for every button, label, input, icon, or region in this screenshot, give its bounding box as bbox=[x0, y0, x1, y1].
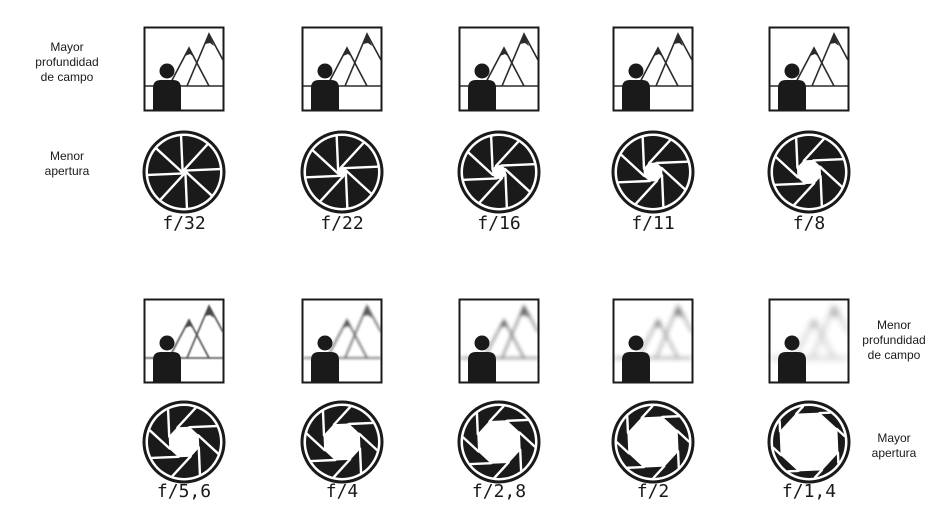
aperture-iris-icon bbox=[457, 400, 541, 484]
fstop-label: f/4 bbox=[325, 481, 359, 502]
aperture-iris-icon bbox=[767, 130, 851, 214]
mountains-icon bbox=[460, 304, 539, 359]
fstop-label: f/22 bbox=[320, 213, 364, 234]
person-icon bbox=[311, 63, 339, 110]
person-icon bbox=[468, 63, 496, 110]
fstop-label: f/2 bbox=[636, 481, 670, 502]
mountains-icon bbox=[145, 304, 224, 359]
landscape-person-icon bbox=[768, 298, 850, 384]
person-icon bbox=[311, 335, 339, 382]
person-icon bbox=[622, 335, 650, 382]
person-icon bbox=[622, 63, 650, 110]
aperture-iris-icon bbox=[611, 400, 695, 484]
label-smaller-depth-of-field: Menor profundidad de campo bbox=[862, 318, 926, 362]
aperture-iris-icon bbox=[457, 130, 541, 214]
aperture-iris-icon bbox=[300, 400, 384, 484]
fstop-label: f/1,4 bbox=[781, 481, 837, 502]
mountains-icon bbox=[770, 32, 849, 87]
person-icon bbox=[778, 335, 806, 382]
person-icon bbox=[153, 63, 181, 110]
person-icon bbox=[153, 335, 181, 382]
person-icon bbox=[778, 63, 806, 110]
label-larger-aperture: Mayor apertura bbox=[871, 431, 917, 460]
landscape-person-icon bbox=[768, 26, 850, 112]
aperture-iris-icon bbox=[142, 400, 226, 484]
fstop-label: f/16 bbox=[477, 213, 521, 234]
fstop-label: f/2,8 bbox=[471, 481, 527, 502]
aperture-iris-icon bbox=[767, 400, 851, 484]
fstop-label: f/11 bbox=[631, 213, 675, 234]
landscape-person-icon bbox=[458, 298, 540, 384]
landscape-person-icon bbox=[143, 298, 225, 384]
landscape-person-icon bbox=[612, 26, 694, 112]
fstop-label: f/5,6 bbox=[156, 481, 212, 502]
landscape-person-icon bbox=[301, 26, 383, 112]
aperture-iris-icon bbox=[142, 130, 226, 214]
person-icon bbox=[468, 335, 496, 382]
landscape-person-icon bbox=[612, 298, 694, 384]
landscape-person-icon bbox=[301, 298, 383, 384]
fstop-label: f/32 bbox=[162, 213, 206, 234]
landscape-person-icon bbox=[143, 26, 225, 112]
label-greater-depth-of-field: Mayor profundidad de campo bbox=[35, 40, 99, 84]
label-smaller-aperture: Menor apertura bbox=[44, 149, 90, 178]
mountains-icon bbox=[460, 32, 539, 87]
fstop-label: f/8 bbox=[792, 213, 826, 234]
aperture-iris-icon bbox=[300, 130, 384, 214]
landscape-person-icon bbox=[458, 26, 540, 112]
aperture-iris-icon bbox=[611, 130, 695, 214]
